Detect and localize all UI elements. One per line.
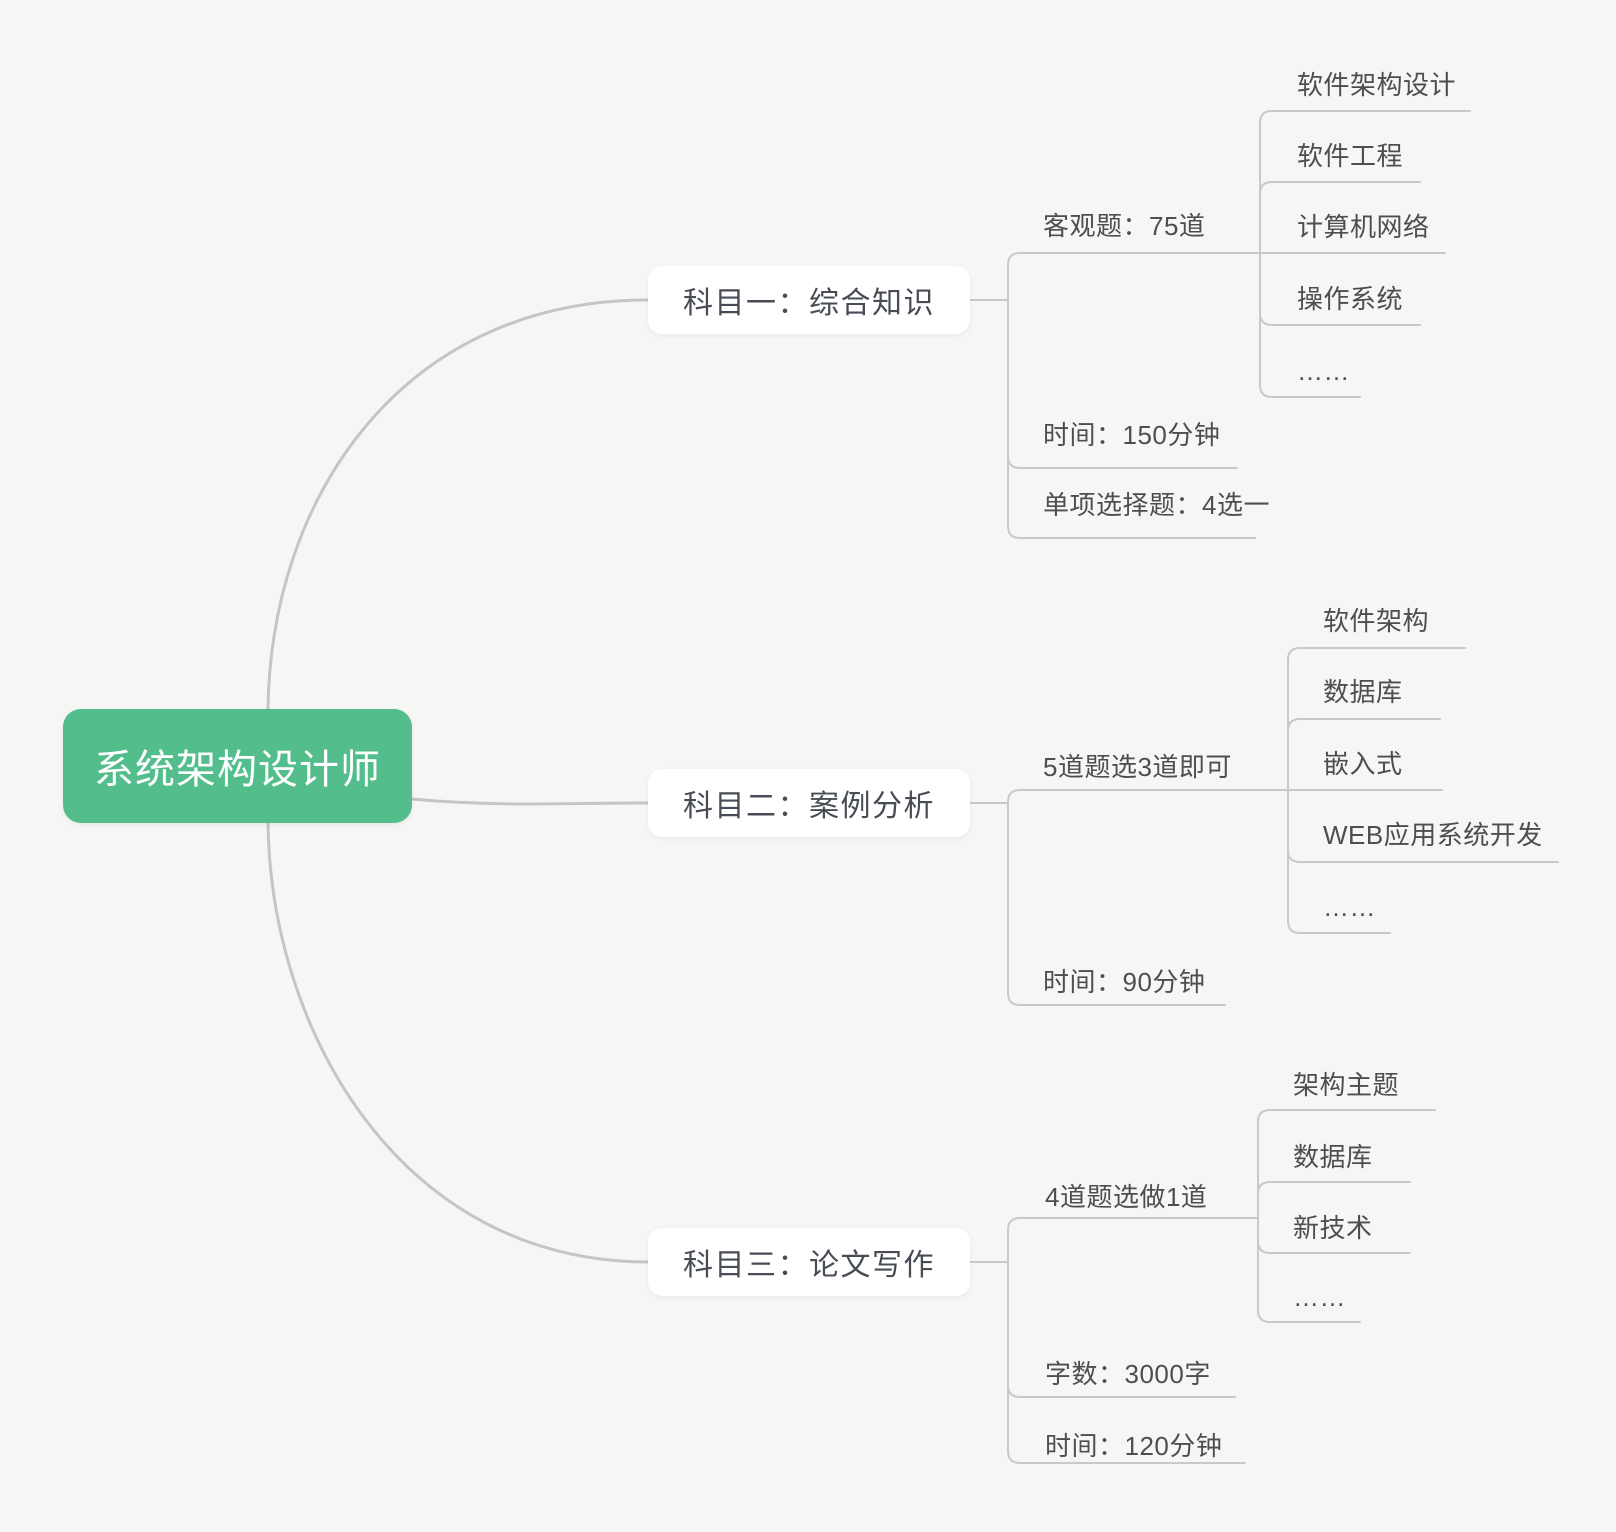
node-operating-system[interactable]: 操作系统 [1297, 284, 1404, 314]
node-web-app-development[interactable]: WEB应用系统开发 [1323, 820, 1543, 850]
node-database-case[interactable]: 数据库 [1323, 677, 1403, 707]
node-embedded[interactable]: 嵌入式 [1323, 749, 1403, 779]
node-case-choose-3-of-5[interactable]: 5道题选3道即可 [1043, 752, 1232, 782]
node-word-count-3000[interactable]: 字数：3000字 [1045, 1359, 1211, 1389]
connector-b2-c1 [1007, 789, 1289, 804]
topic-subject-2[interactable]: 科目二：案例分析 [648, 769, 970, 837]
node-time-90min[interactable]: 时间：90分钟 [1043, 967, 1206, 997]
node-single-choice-4in1[interactable]: 单项选择题：4选一 [1043, 490, 1270, 520]
node-essay-choose-1-of-4[interactable]: 4道题选做1道 [1045, 1182, 1208, 1212]
node-new-technology[interactable]: 新技术 [1293, 1213, 1373, 1243]
node-database-essay[interactable]: 数据库 [1293, 1142, 1373, 1172]
topic-subject-1[interactable]: 科目一：综合知识 [648, 266, 970, 334]
node-time-150min[interactable]: 时间：150分钟 [1043, 420, 1221, 450]
connector-root-subject3 [266, 820, 650, 1264]
connector-b3-c1 [1007, 1217, 1259, 1263]
node-time-120min[interactable]: 时间：120分钟 [1045, 1431, 1223, 1461]
node-computer-network[interactable]: 计算机网络 [1297, 212, 1430, 242]
node-ellipsis-subject1[interactable]: …… [1297, 356, 1350, 386]
node-ellipsis-subject2[interactable]: …… [1323, 892, 1376, 922]
node-software-engineering[interactable]: 软件工程 [1297, 141, 1404, 171]
connector-root-subject2 [410, 797, 650, 806]
topic-subject-3[interactable]: 科目三：论文写作 [648, 1228, 970, 1296]
connector-root-subject1 [266, 298, 650, 712]
node-ellipsis-subject3[interactable]: …… [1293, 1282, 1346, 1312]
node-software-architecture[interactable]: 软件架构 [1323, 606, 1430, 636]
node-architecture-theme[interactable]: 架构主题 [1293, 1070, 1400, 1100]
root-topic[interactable]: 系统架构设计师 [63, 709, 412, 823]
node-objective-questions[interactable]: 客观题：75道 [1043, 211, 1206, 241]
connector-b1-c1 [1007, 252, 1261, 301]
node-software-architecture-design[interactable]: 软件架构设计 [1297, 70, 1457, 100]
